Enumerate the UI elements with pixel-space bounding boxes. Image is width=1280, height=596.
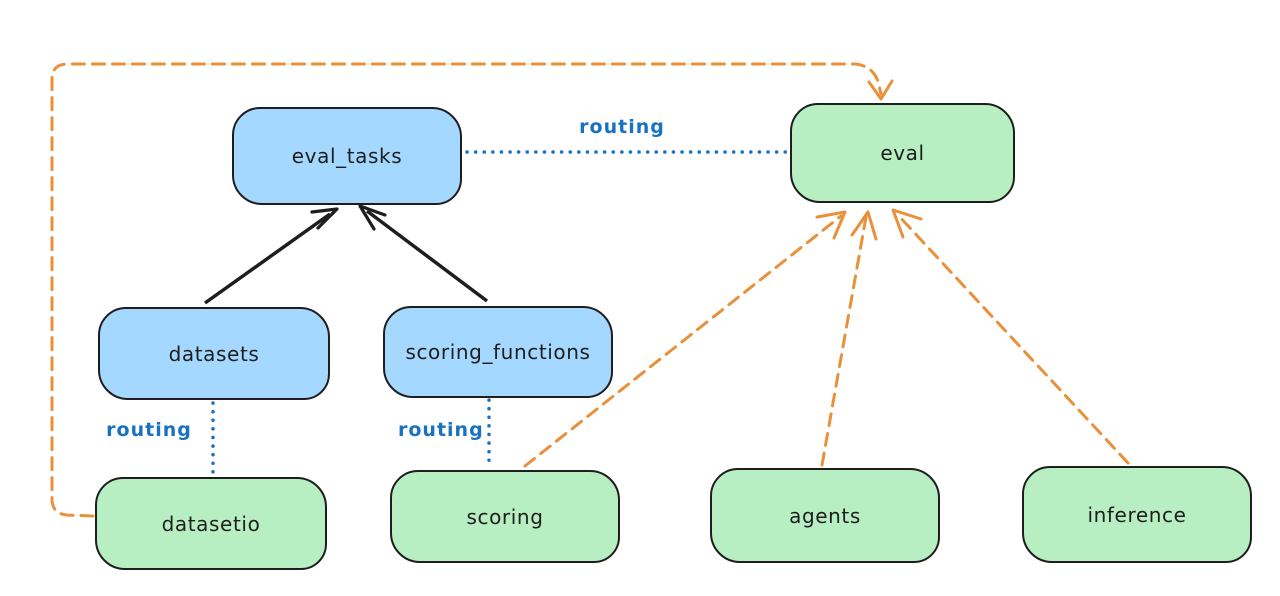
- node-datasetio-label: datasetio: [161, 511, 261, 536]
- edge-scoring-functions-to-eval-tasks: [365, 209, 489, 303]
- edge-inference-to-eval: [895, 212, 1130, 465]
- edge-label-routing-scoring-functions-scoring: routing: [398, 419, 484, 441]
- node-eval-label: eval: [880, 141, 925, 165]
- arrowhead-scoring-to-eval: [815, 210, 847, 240]
- edge-label-routing-datasets-datasetio: routing: [106, 419, 192, 441]
- arrowhead-inference-to-eval: [891, 208, 923, 239]
- node-scoring[interactable]: scoring: [390, 470, 620, 563]
- node-datasets-label: datasets: [168, 341, 260, 366]
- arrowhead-datasets-to-eval-tasks: [310, 207, 339, 230]
- edge-label-routing-eval-tasks-eval: routing: [579, 116, 665, 138]
- node-inference-label: inference: [1087, 502, 1187, 527]
- node-scoring-functions-label: scoring_functions: [405, 340, 591, 364]
- edge-agents-to-eval: [820, 215, 868, 467]
- edge-scoring-to-eval: [523, 214, 843, 468]
- node-agents[interactable]: agents: [710, 468, 940, 563]
- arrowhead-agents-to-eval: [850, 210, 878, 241]
- node-datasetio[interactable]: datasetio: [95, 477, 327, 570]
- edge-datasetio-to-eval: [50, 62, 883, 518]
- arrowhead-scoring-functions-to-eval-tasks: [358, 204, 387, 231]
- node-eval-tasks-label: eval_tasks: [291, 144, 403, 168]
- node-scoring-label: scoring: [466, 504, 544, 529]
- edge-datasets-to-eval-tasks: [203, 212, 332, 305]
- node-scoring-functions[interactable]: scoring_functions: [383, 306, 613, 398]
- node-agents-label: agents: [789, 503, 861, 528]
- node-eval[interactable]: eval: [790, 103, 1015, 203]
- node-inference[interactable]: inference: [1022, 466, 1252, 563]
- node-datasets[interactable]: datasets: [98, 307, 330, 400]
- node-eval-tasks[interactable]: eval_tasks: [232, 107, 462, 205]
- arrowhead-datasetio-to-eval: [867, 79, 894, 101]
